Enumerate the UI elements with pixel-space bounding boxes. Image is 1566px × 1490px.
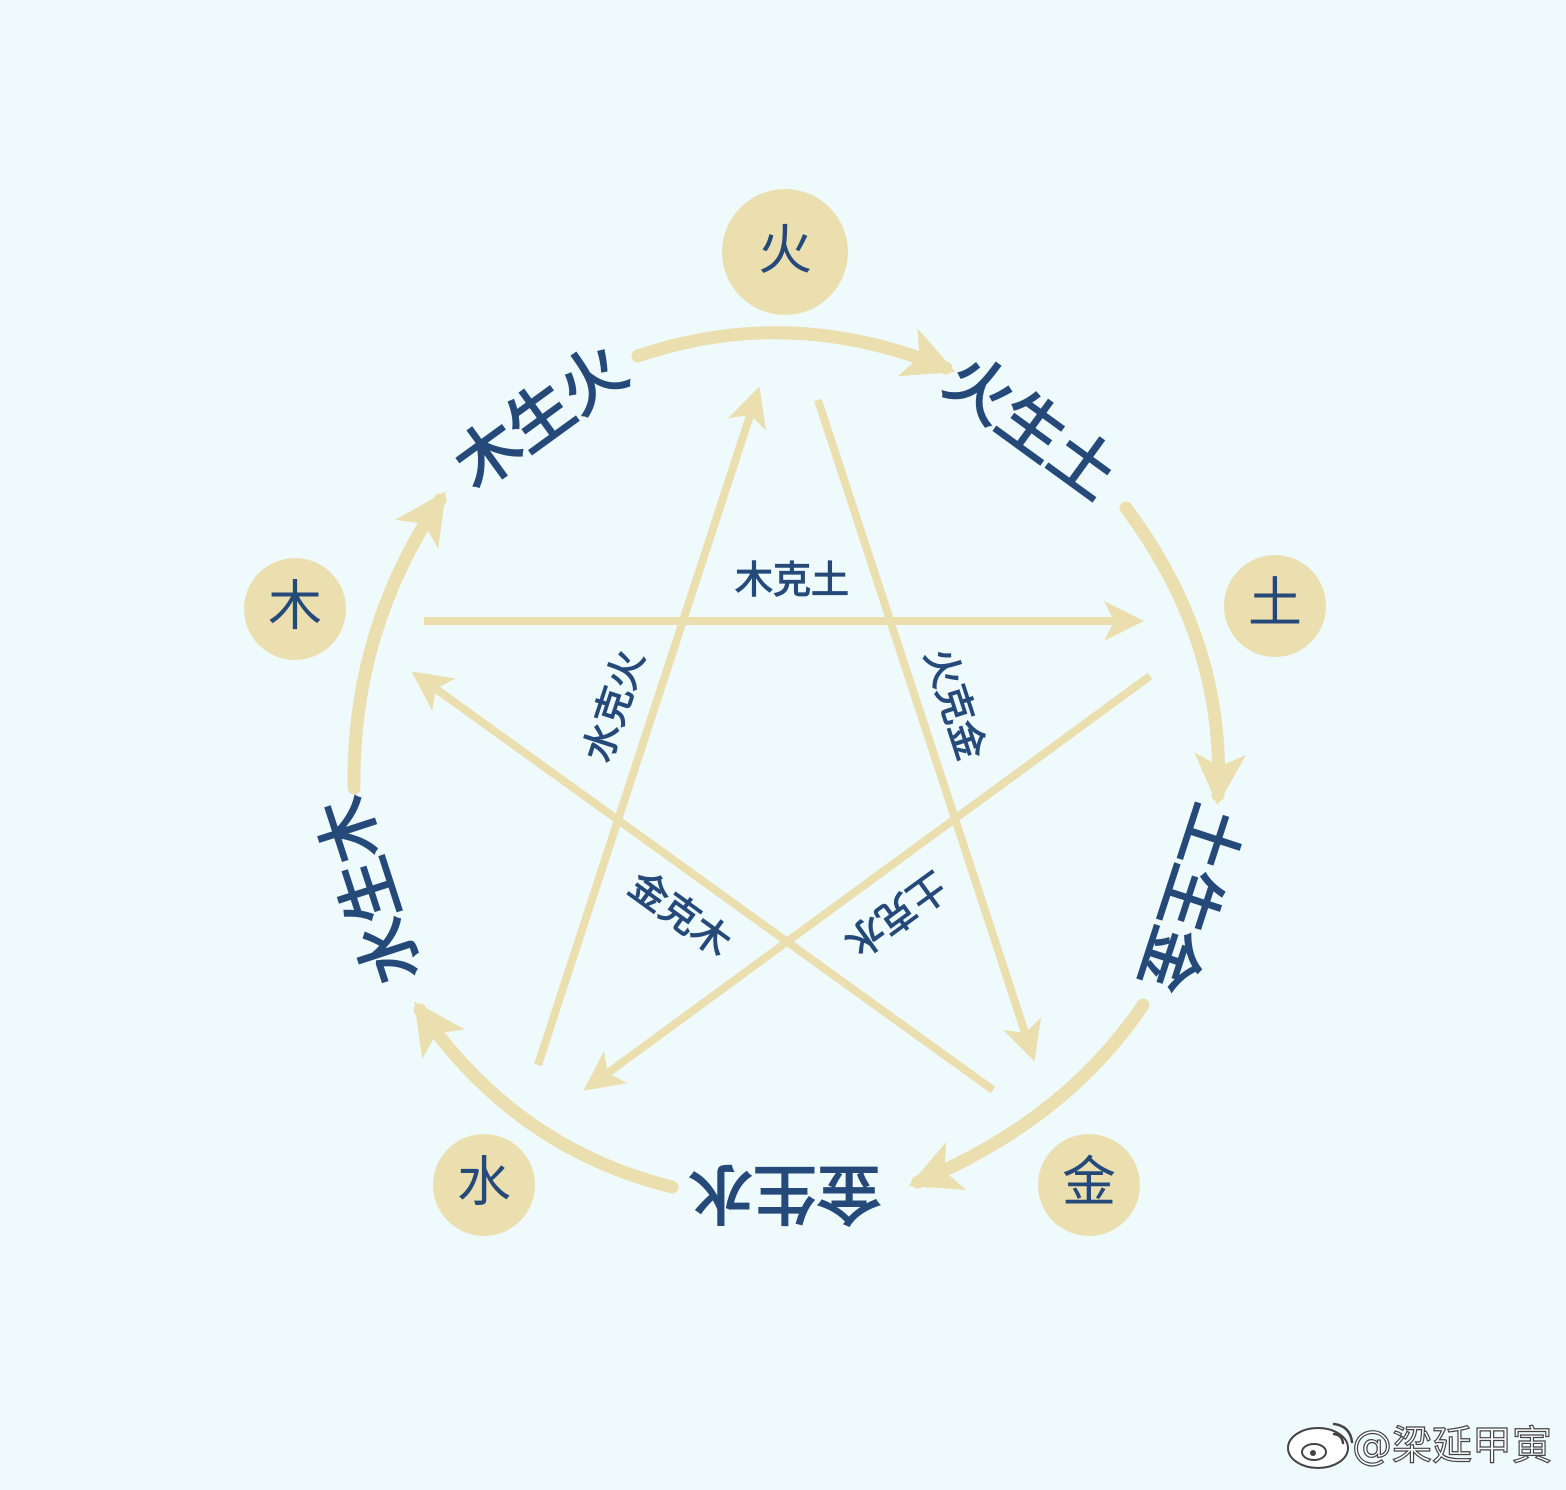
label-fire-generates-earth: 火生土	[932, 342, 1131, 515]
controlling-arrows	[411, 386, 1153, 1094]
label-metal-controls-wood: 金克木	[620, 862, 739, 965]
label-metal-generates-water: 金生水	[688, 1155, 882, 1229]
arrow-water-controls-fire	[534, 386, 767, 1067]
node-fire-label: 火	[758, 219, 812, 282]
element-nodes: 火 土 金 水 木	[244, 189, 1326, 1236]
node-fire: 火	[722, 189, 848, 315]
node-metal: 金	[1038, 1134, 1140, 1236]
arrow-wood-generates-fire	[631, 326, 956, 377]
label-earth-generates-metal: 土生金	[1124, 795, 1254, 1001]
node-earth-circle	[1224, 555, 1326, 657]
arrow-fire-generates-earth	[1119, 501, 1247, 806]
node-water-label: 水	[457, 1151, 511, 1214]
node-fire-circle	[722, 189, 848, 315]
node-metal-circle	[1038, 1134, 1140, 1236]
node-water: 水	[433, 1134, 535, 1236]
node-earth-label: 土	[1248, 572, 1302, 635]
label-wood-generates-fire: 木生火	[442, 332, 641, 505]
node-earth: 土	[1224, 555, 1326, 657]
node-wood-circle	[244, 558, 346, 660]
node-wood-label: 木	[268, 575, 322, 638]
label-wood-controls-earth: 木克土	[735, 558, 849, 602]
node-metal-label: 金	[1062, 1151, 1116, 1214]
arrow-metal-controls-wood	[411, 671, 996, 1094]
arrow-fire-controls-metal	[814, 398, 1042, 1062]
label-earth-controls-water: 土克水	[836, 863, 955, 966]
watermark-text: @梁延甲寅	[1352, 1423, 1552, 1469]
generating-arrows	[347, 326, 1247, 1194]
arrow-metal-generates-water	[413, 1001, 679, 1194]
watermark: @梁延甲寅	[1287, 1422, 1553, 1470]
generating-labels: 木生火 火生土 土生金 金生水 水生木	[305, 332, 1254, 1229]
label-water-generates-wood: 水生木	[305, 787, 435, 992]
weibo-logo-icon	[1287, 1422, 1354, 1469]
arrow-earth-generates-metal	[908, 998, 1150, 1190]
arrow-water-generates-wood	[347, 491, 447, 795]
arrow-earth-controls-water	[583, 672, 1153, 1091]
node-water-circle	[433, 1134, 535, 1236]
node-wood: 木	[244, 558, 346, 660]
